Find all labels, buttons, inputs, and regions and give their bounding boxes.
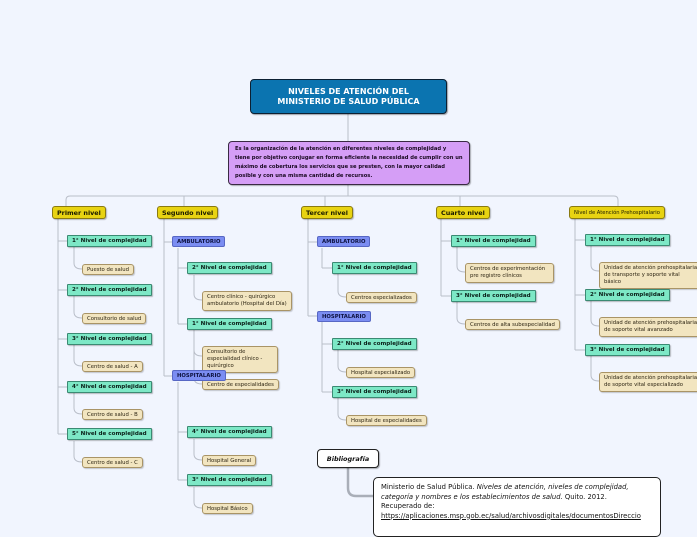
leaf-node[interactable]: Puesto de salud xyxy=(82,264,134,275)
root-title-line2: MINISTERIO DE SALUD PÚBLICA xyxy=(277,96,420,106)
leaf-node[interactable]: Centro clínico - quirúrgico ambulatorio … xyxy=(202,291,292,311)
leaf-node[interactable]: Centro de salud - A xyxy=(82,361,143,372)
complexity-node[interactable]: 1° Nivel de complejidad xyxy=(67,235,152,247)
complexity-node[interactable]: 2° Nivel de complejidad xyxy=(67,284,152,296)
leaf-node[interactable]: Consultorio de especialidad clínico - qu… xyxy=(202,346,278,373)
complexity-node[interactable]: 3° Nivel de complejidad xyxy=(585,344,670,356)
leaf-node[interactable]: Centros de alta subespecialidad xyxy=(465,319,560,330)
connector-lines xyxy=(57,114,619,509)
level-prehospitalario[interactable]: Nivel de Atención Prehospitalario xyxy=(569,206,665,219)
root-title-line1: NIVELES DE ATENCIÓN DEL xyxy=(288,86,409,96)
bib-url-link[interactable]: https://aplicaciones.msp.gob.ec/salud/ar… xyxy=(381,511,641,520)
leaf-node[interactable]: Unidad de atención prehospitalaria de so… xyxy=(599,317,697,337)
complexity-node[interactable]: 3° Nivel de complejidad xyxy=(332,386,417,398)
complexity-node[interactable]: 3° Nivel de complejidad xyxy=(67,333,152,345)
leaf-node[interactable]: Centros de experimentación pre registro … xyxy=(465,263,554,283)
complexity-node[interactable]: 2° Nivel de complejidad xyxy=(187,262,272,274)
leaf-node[interactable]: Centro de salud - C xyxy=(82,457,143,468)
description-topic[interactable]: Es la organización de la atención en dif… xyxy=(228,141,470,185)
complexity-node[interactable]: 1° Nivel de complejidad xyxy=(585,234,670,246)
leaf-node[interactable]: Centros especializados xyxy=(346,292,417,303)
complexity-node[interactable]: 1° Nivel de complejidad xyxy=(332,262,417,274)
leaf-node[interactable]: Hospital de especialidades xyxy=(346,415,427,426)
complexity-node[interactable]: 3° Nivel de complejidad xyxy=(187,474,272,486)
bibliography-topic[interactable]: Bibliografía xyxy=(317,449,379,468)
bib-retrieved: Recuperado de: xyxy=(381,502,435,510)
category-ambulatorio[interactable]: AMBULATORIO xyxy=(317,236,371,247)
level-primer-nivel[interactable]: Primer nivel xyxy=(52,206,106,219)
leaf-node[interactable]: Centro de especialidades xyxy=(202,379,279,390)
leaf-node[interactable]: Hospital especializado xyxy=(346,367,416,378)
level-segundo-nivel[interactable]: Segundo nivel xyxy=(157,206,219,219)
complexity-node[interactable]: 3° Nivel de complejidad xyxy=(451,290,536,302)
level-tercer-nivel[interactable]: Tercer nivel xyxy=(301,206,353,219)
leaf-node[interactable]: Hospital General xyxy=(202,455,257,466)
level-cuarto-nivel[interactable]: Cuarto nivel xyxy=(436,206,490,219)
complexity-node[interactable]: 2° Nivel de complejidad xyxy=(332,338,417,350)
complexity-node[interactable]: 2° Nivel de complejidad xyxy=(585,289,670,301)
bibliography-note[interactable]: Ministerio de Salud Pública. Niveles de … xyxy=(373,477,661,537)
bib-place-year: Quito. 2012. xyxy=(564,492,607,501)
complexity-node[interactable]: 4° Nivel de complejidad xyxy=(187,426,272,438)
complexity-node[interactable]: 1° Nivel de complejidad xyxy=(187,318,272,330)
leaf-node[interactable]: Consultorio de salud xyxy=(82,313,147,324)
leaf-node[interactable]: Centro de salud - B xyxy=(82,409,143,420)
category-hospitalario[interactable]: HOSPITALARIO xyxy=(172,370,226,381)
complexity-node[interactable]: 1° Nivel de complejidad xyxy=(451,235,536,247)
bib-author: Ministerio de Salud Pública. xyxy=(381,483,475,491)
leaf-node[interactable]: Hospital Básico xyxy=(202,503,253,514)
category-ambulatorio[interactable]: AMBULATORIO xyxy=(172,236,226,247)
bib-title: Niveles de atención, niveles de compleji… xyxy=(381,483,629,501)
leaf-node[interactable]: Unidad de atención prehospitalaria de tr… xyxy=(599,262,697,289)
complexity-node[interactable]: 4° Nivel de complejidad xyxy=(67,381,152,393)
leaf-node[interactable]: Unidad de atención prehospitalaria de so… xyxy=(599,372,697,392)
category-hospitalario[interactable]: HOSPITALARIO xyxy=(317,311,371,322)
complexity-node[interactable]: 5° Nivel de complejidad xyxy=(67,428,152,440)
